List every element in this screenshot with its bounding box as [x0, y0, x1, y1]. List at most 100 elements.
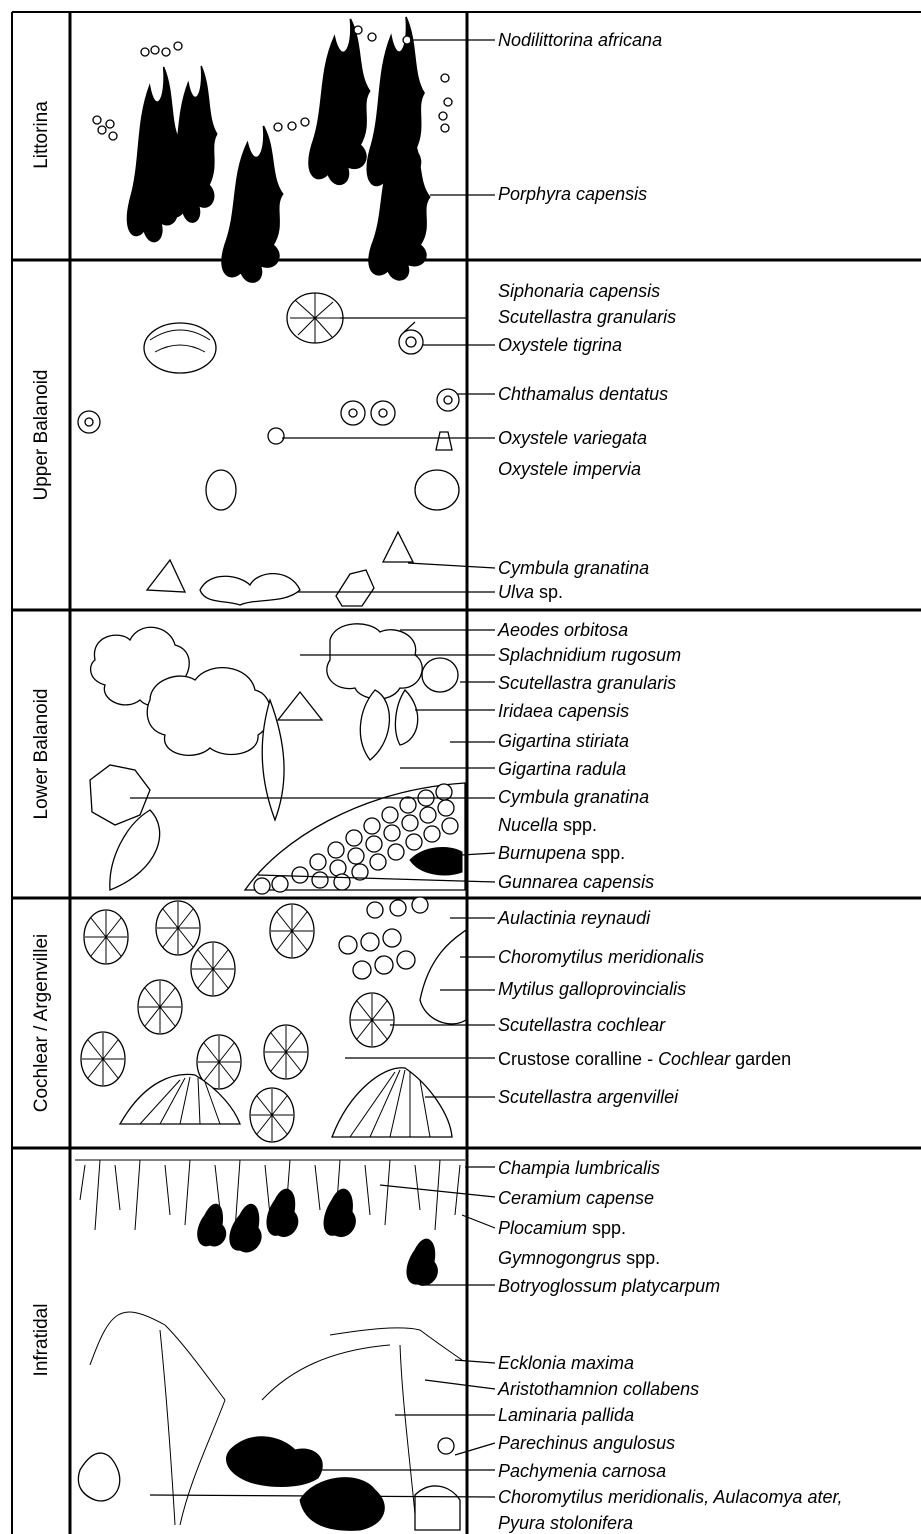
species-label: Ecklonia maxima	[498, 1353, 634, 1373]
species-label-part: Iridaea capensis	[498, 701, 629, 721]
species-label: Champia lumbricalis	[498, 1158, 660, 1178]
species-label: Cymbula granatina	[498, 787, 649, 807]
species-label-part: spp.	[621, 1248, 660, 1268]
species-label: Crustose coralline - Cochlear garden	[498, 1049, 791, 1069]
zone-label-littorina: Littorina	[31, 101, 52, 169]
species-label: Burnupena spp.	[498, 843, 625, 863]
species-label: Oxystele impervia	[498, 459, 641, 479]
cochlear-illustration	[81, 897, 466, 1142]
species-label-part: Botryoglossum platycarpum	[498, 1276, 720, 1296]
zone-label-upper-balanoid: Upper Balanoid	[31, 370, 52, 501]
species-label: Aeodes orbitosa	[497, 620, 628, 640]
species-label: Scutellastra cochlear	[498, 1015, 666, 1035]
species-label: Ulva sp.	[498, 582, 563, 602]
species-label-part: Nodilittorina africana	[498, 30, 662, 50]
species-label: Pachymenia carnosa	[498, 1461, 666, 1481]
species-label: Chthamalus dentatus	[498, 384, 668, 404]
species-label: Cymbula granatina	[498, 558, 649, 578]
species-label-part: Cochlear	[658, 1049, 731, 1069]
species-label-part: Splachnidium rugosum	[498, 645, 681, 665]
species-label: Gigartina stiriata	[498, 731, 629, 751]
species-label-part: Pachymenia carnosa	[498, 1461, 666, 1481]
upper-balanoid-illustration	[78, 293, 459, 606]
species-label-part: Laminaria pallida	[498, 1405, 634, 1425]
species-label: Plocamium spp.	[498, 1218, 626, 1238]
species-label-part: Scutellastra cochlear	[498, 1015, 666, 1035]
species-label: Aristothamnion collabens	[497, 1379, 699, 1399]
species-label-part: Parechinus angulosus	[498, 1433, 675, 1453]
species-label: Gymnogongrus spp.	[498, 1248, 660, 1268]
species-label: Scutellastra granularis	[498, 307, 676, 327]
species-label-part: Gunnarea capensis	[498, 872, 654, 892]
species-label-part: Gymnogongrus	[498, 1248, 621, 1268]
species-label-part: sp.	[534, 582, 563, 602]
species-label: Choromytilus meridionalis, Aulacomya ate…	[498, 1487, 842, 1507]
species-label: Pyura stolonifera	[498, 1513, 633, 1533]
species-label-part: spp.	[558, 815, 597, 835]
species-label-part: Ulva	[498, 582, 534, 602]
species-label: Gigartina radula	[498, 759, 626, 779]
species-label-part: Chthamalus dentatus	[498, 384, 668, 404]
zone-label-lower-balanoid: Lower Balanoid	[31, 689, 52, 820]
barnacles-and-snails	[78, 330, 459, 450]
species-label: Siphonaria capensis	[498, 281, 660, 301]
species-label: Gunnarea capensis	[498, 872, 654, 892]
species-label-part: Choromytilus meridionalis	[498, 947, 704, 967]
species-label-part: Crustose coralline -	[498, 1049, 658, 1069]
species-label-part: Porphyra capensis	[498, 184, 647, 204]
species-label-part: Choromytilus meridionalis, Aulacomya ate…	[498, 1487, 842, 1507]
species-label-part: Plocamium	[498, 1218, 587, 1238]
species-label-part: Nucella	[498, 815, 558, 835]
littorina-illustration	[93, 17, 452, 282]
species-label: Nodilittorina africana	[498, 30, 662, 50]
species-label: Mytilus galloprovincialis	[498, 979, 686, 999]
species-label: Iridaea capensis	[498, 701, 629, 721]
botryoglossum-fronds	[198, 1189, 438, 1285]
species-label: Oxystele tigrina	[498, 335, 622, 355]
species-label: Scutellastra granularis	[498, 673, 676, 693]
diagram-frame	[12, 12, 921, 1534]
species-label-part: Oxystele variegata	[498, 428, 647, 448]
lower-balanoid-illustration	[90, 624, 465, 894]
species-label-part: Oxystele impervia	[498, 459, 641, 479]
species-label: Splachnidium rugosum	[498, 645, 681, 665]
species-label-part: spp.	[586, 843, 625, 863]
species-label-part: Mytilus galloprovincialis	[498, 979, 686, 999]
species-label-part: Ceramium capense	[498, 1188, 654, 1208]
infratidal-illustration	[75, 1160, 465, 1530]
zone-labels: Littorina Upper Balanoid Lower Balanoid …	[31, 101, 52, 1377]
species-label-part: Scutellastra granularis	[498, 307, 676, 327]
species-label: Porphyra capensis	[498, 184, 647, 204]
species-label-part: Burnupena	[498, 843, 586, 863]
species-label-part: Cymbula granatina	[498, 558, 649, 578]
species-label-part: spp.	[587, 1218, 626, 1238]
species-label: Aulactinia reynaudi	[497, 908, 651, 928]
zone-label-cochlear-argenvillei: Cochlear / Argenvillei	[31, 934, 52, 1112]
species-label-part: Aeodes orbitosa	[497, 620, 628, 640]
cymbula-and-ulva	[147, 532, 413, 606]
species-label: Ceramium capense	[498, 1188, 654, 1208]
species-labels: Nodilittorina africanaPorphyra capensisS…	[497, 30, 842, 1533]
species-label-part: Aristothamnion collabens	[497, 1379, 699, 1399]
species-label-part: Gigartina radula	[498, 759, 626, 779]
species-label-part: Scutellastra granularis	[498, 673, 676, 693]
kelp-ecklonia	[90, 1312, 462, 1525]
species-label-part: Siphonaria capensis	[498, 281, 660, 301]
pachymenia-blades	[226, 1437, 384, 1531]
species-label-part: Gigartina stiriata	[498, 731, 629, 751]
species-label: Choromytilus meridionalis	[498, 947, 704, 967]
species-label: Parechinus angulosus	[498, 1433, 675, 1453]
species-label-part: Oxystele tigrina	[498, 335, 622, 355]
species-label: Scutellastra argenvillei	[498, 1087, 679, 1107]
species-label-part: Pyura stolonifera	[498, 1513, 633, 1533]
zone-label-infratidal: Infratidal	[31, 1304, 52, 1377]
species-label: Botryoglossum platycarpum	[498, 1276, 720, 1296]
species-label-part: Champia lumbricalis	[498, 1158, 660, 1178]
species-label-part: Cymbula granatina	[498, 787, 649, 807]
species-label-part: Aulactinia reynaudi	[497, 908, 651, 928]
species-label-part: Scutellastra argenvillei	[498, 1087, 679, 1107]
species-label-part: Ecklonia maxima	[498, 1353, 634, 1373]
species-label: Oxystele variegata	[498, 428, 647, 448]
species-label-part: garden	[730, 1049, 791, 1069]
